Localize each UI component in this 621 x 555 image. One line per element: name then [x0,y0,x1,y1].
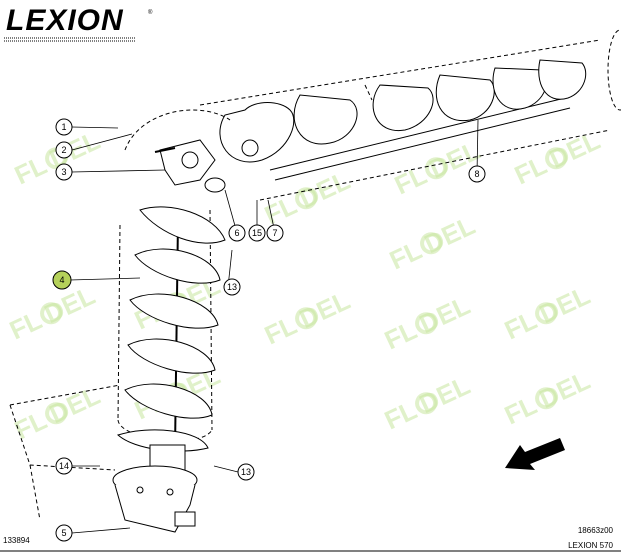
callout-5: 5 [55,524,73,542]
callout-3: 3 [55,163,73,181]
callout-14: 14 [55,457,73,475]
callout-15: 15 [248,224,266,242]
callout-8: 8 [468,165,486,183]
watermark-text: FL DEL [385,210,480,275]
direction-arrow [505,438,565,470]
horizontal-auger-flights [219,59,587,163]
watermark-text: FL DEL [10,125,105,190]
callout-2: 2 [55,141,73,159]
watermark-text: FL DEL [380,290,475,355]
gearbox [112,465,198,533]
watermark-text: FL DEL [10,380,105,445]
callout-3-label: 3 [61,167,66,177]
callout-13-label: 13 [241,467,251,477]
drawing-ref: 18663z00 [578,526,614,535]
callout-1-label: 1 [61,122,66,132]
callout-4-highlighted: 4 [52,270,72,290]
registered-mark: ® [148,9,153,16]
lower-frame [9,384,121,521]
watermark-text: FL DEL [5,280,100,345]
callout-13-label: 13 [227,282,237,292]
callout-15-label: 15 [252,228,262,238]
watermark-text: FL DEL [380,370,475,435]
logo-underline [4,37,135,42]
footer-left-code: 133894 [3,536,30,545]
watermark-text: FL DEL [500,280,595,345]
model-name: LEXION 570 [568,541,613,550]
watermark-text: FL DEL [510,125,605,190]
callout-8-label: 8 [474,169,479,179]
callout-13-upper: 13 [223,278,241,296]
elbow-housing [154,139,259,193]
callout-5-label: 5 [61,528,66,538]
callout-6-label: 6 [234,228,239,238]
watermark-text: FL DEL [390,135,485,200]
callout-7: 7 [266,224,284,242]
callout-7-label: 7 [272,228,277,238]
callout-13-lower: 13 [237,463,255,481]
watermark-text: FL DEL [260,285,355,350]
callout-14-label: 14 [59,461,69,471]
callout-4-label: 4 [59,275,64,285]
callout-2-label: 2 [61,145,66,155]
horizontal-auger-housing [199,29,621,201]
callout-6: 6 [228,224,246,242]
lexion-logo: LEXION [6,4,124,37]
callout-1: 1 [55,118,73,136]
watermark-text: FL DEL [500,365,595,430]
vertical-auger [117,206,226,471]
